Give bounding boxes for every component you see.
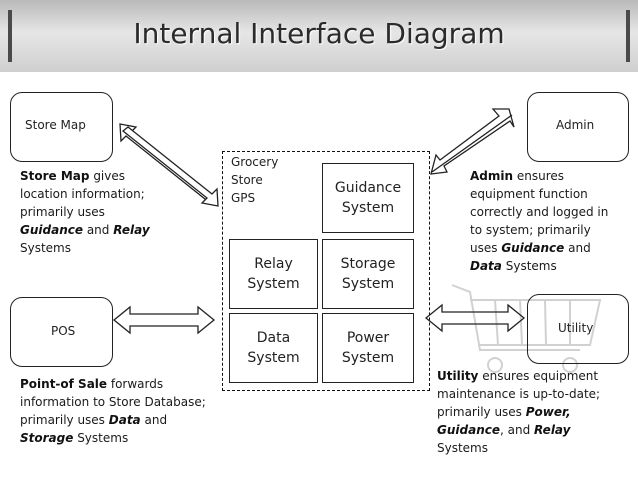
utility-desc-em2: Guidance <box>437 423 500 437</box>
pos-label: POS <box>51 324 76 338</box>
data-system-label: Data System <box>247 330 300 366</box>
admin-desc-text2: and <box>564 241 591 255</box>
guidance-system-label: Guidance System <box>334 180 402 216</box>
utility-label: Utility <box>558 321 594 335</box>
admin-desc-name: Admin <box>470 169 514 183</box>
admin-description: Admin ensures equipment function correct… <box>470 167 620 275</box>
utility-desc-name: Utility <box>437 369 479 383</box>
relay-system-box: Relay System <box>229 239 318 309</box>
store-map-desc-name: Store Map <box>20 169 90 183</box>
storage-system-box: Storage System <box>322 239 414 309</box>
data-system-box: Data System <box>229 313 318 383</box>
pos-arrow <box>112 305 216 335</box>
utility-description: Utility ensures equipment maintenance is… <box>437 367 617 457</box>
storage-system-label: Storage System <box>340 256 396 292</box>
store-map-desc-em2: Relay <box>113 223 150 237</box>
admin-node: Admin <box>527 92 629 162</box>
page-title: Internal Interface Diagram <box>133 17 505 50</box>
store-map-node: Store Map <box>10 92 113 162</box>
utility-node: Utility <box>527 294 629 364</box>
power-system-box: Power System <box>322 313 414 383</box>
relay-system-label: Relay System <box>247 256 300 292</box>
store-map-arrow <box>119 123 219 207</box>
admin-desc-em2: Data <box>470 259 502 273</box>
pos-desc-em2: Storage <box>20 431 74 445</box>
guidance-system-box: Guidance System <box>322 163 414 233</box>
utility-desc-text4: Systems <box>437 441 488 455</box>
left-bracket <box>8 10 12 62</box>
pos-desc-text1: forwards information to Store Database; … <box>20 377 206 427</box>
pos-desc-name: Point-of Sale <box>20 377 108 391</box>
title-bar: Internal Interface Diagram <box>0 0 638 72</box>
admin-label: Admin <box>556 118 595 132</box>
utility-arrow <box>424 303 526 333</box>
store-map-label: Store Map <box>25 118 86 132</box>
store-map-desc-text3: Systems <box>20 241 71 255</box>
utility-desc-em3: Relay <box>534 423 571 437</box>
store-map-desc-em1: Guidance <box>20 223 83 237</box>
pos-desc-text3: Systems <box>73 431 129 445</box>
utility-desc-em1: Power, <box>525 405 571 419</box>
utility-desc-text1: ensures equipment maintenance is up-to-d… <box>437 369 601 419</box>
admin-desc-em1: Guidance <box>501 241 565 255</box>
utility-desc-text3: , and <box>500 423 535 437</box>
pos-node: POS <box>10 297 113 367</box>
admin-desc-text3: Systems <box>501 259 557 273</box>
grocery-store-gps-label: Grocery Store GPS <box>231 155 279 205</box>
grocery-store-gps-container <box>222 151 430 391</box>
power-system-label: Power System <box>341 330 395 366</box>
store-map-desc-text1: gives location information; primarily us… <box>20 169 145 219</box>
admin-desc-text1: ensures equipment function correctly and… <box>470 169 609 255</box>
pos-desc-text2: and <box>140 413 168 427</box>
admin-arrow <box>430 108 515 175</box>
pos-desc-em1: Data <box>108 413 141 427</box>
pos-description: Point-of Sale forwards information to St… <box>20 375 210 447</box>
right-bracket <box>626 10 630 62</box>
store-map-description: Store Map gives location information; pr… <box>20 167 170 257</box>
store-map-desc-text2: and <box>83 223 114 237</box>
